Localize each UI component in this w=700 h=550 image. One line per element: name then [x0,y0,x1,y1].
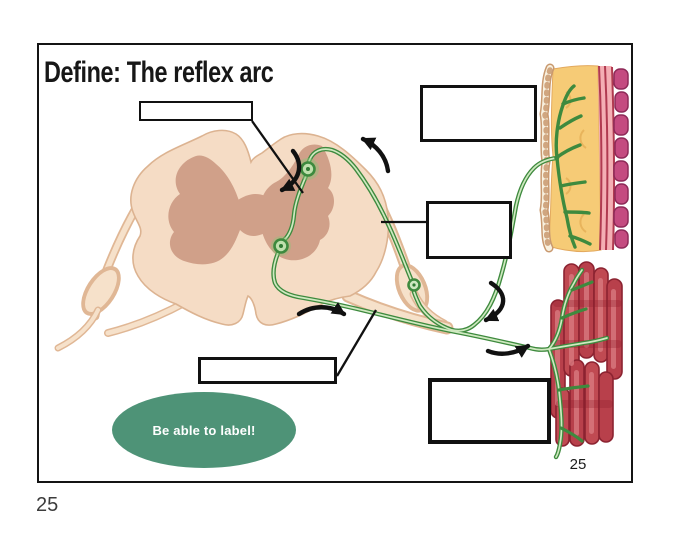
arrow-into-cord-icon [279,148,302,193]
page-number: 25 [36,494,59,516]
skin-deep-layer [613,68,629,249]
sensory-receptor-endings [554,84,592,249]
slide-title: Define: The reflex arc [44,56,274,89]
interneuron-cell-body [297,158,319,180]
direction-arrows [279,136,531,358]
left-dorsal-root-ganglion [81,266,121,316]
motor-neuron-cell-body [271,236,291,256]
muscle-fibers [550,261,623,447]
label-box-top-left[interactable] [139,101,253,121]
note-text: Be able to label! [152,422,256,438]
label-box-bottom-left[interactable] [198,357,337,384]
slide-page-number: 25 [569,456,587,473]
label-box-middle-right[interactable] [426,201,512,259]
arrow-afferent-icon [360,136,391,174]
motor-end-plates [557,280,594,443]
label-box-bottom-right[interactable] [428,378,551,444]
leader-line-bottom-left [336,309,377,377]
sensory-cell-body [407,278,421,292]
arrow-to-effector-icon [485,343,531,358]
slide-border [37,43,633,483]
arrow-efferent-icon [296,301,347,317]
note-ellipse: Be able to label! [112,392,296,468]
arrow-sensory-down-icon [483,280,506,323]
label-box-top-right[interactable] [420,85,537,142]
